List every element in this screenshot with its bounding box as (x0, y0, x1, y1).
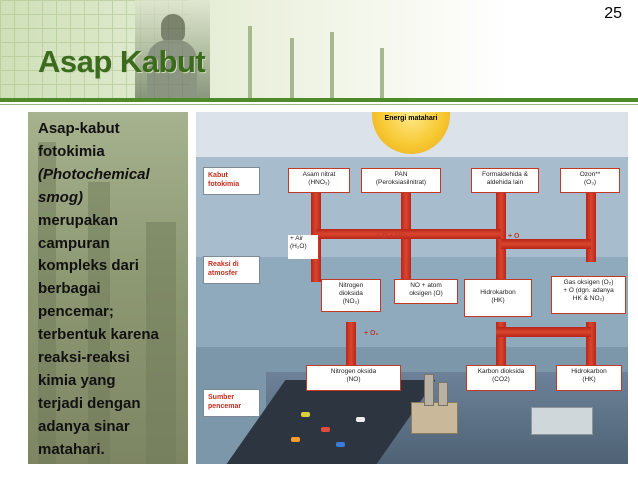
arrow-label: + O + HC (376, 233, 406, 240)
body-line: Asap-kabut (38, 120, 120, 137)
smokestack (424, 374, 434, 406)
box-gas-oksigen: Gas oksigen (O₂) + O (dgn. adanya HK & N… (551, 276, 626, 314)
car-icon (336, 442, 345, 447)
body-line: kompleks dari (38, 257, 139, 275)
header-banner (0, 0, 638, 98)
arrow-horizontal (316, 229, 501, 239)
box-formaldehida: Formaldehida & aldehida lain (471, 168, 539, 193)
category-kabut-fotokimia: Kabut fotokimia (203, 167, 260, 195)
arrow-up (496, 322, 506, 372)
body-line: matahari. (38, 440, 105, 458)
sun-label: Energi matahari (384, 115, 438, 122)
body-text: Asap-kabut fotokimia (Photochemical smog… (38, 118, 186, 462)
car-icon (356, 417, 365, 422)
body-line: adanya sinar (38, 417, 130, 435)
arrow-up (346, 322, 356, 372)
smokestack (438, 382, 448, 406)
body-line: berbagai (38, 280, 101, 298)
category-sumber-pencemar: Sumber pencemar (203, 389, 260, 417)
flat-building (531, 407, 593, 435)
arrow-up (586, 192, 596, 262)
arrow-horizontal (496, 327, 591, 337)
arrow-up (586, 322, 596, 372)
header-divider-thin (0, 104, 638, 105)
page-number: 25 (604, 5, 622, 22)
box-ozon: Ozon** (O₃) (560, 168, 620, 193)
box-nitrogen-oksida: Nitrogen oksida (NO) (306, 365, 401, 391)
box-air: + Air (H₂O) (288, 235, 318, 259)
arrow-horizontal (501, 239, 591, 249)
body-line: merupakan (38, 211, 119, 229)
factory-silhouette-icon (248, 26, 252, 98)
box-hidrokarbon: Hidrokarbon (HK) (464, 279, 532, 317)
factory-building (411, 402, 458, 434)
box-nitrogen-dioksida: Nitrogen dioksida (NO₂) (321, 279, 381, 312)
city-photo-background (28, 112, 188, 464)
car-icon (301, 412, 310, 417)
category-reaksi-atmosfer: Reaksi di atmosfer (203, 256, 260, 284)
slide-title: Asap Kabut (38, 44, 206, 79)
body-line: terbentuk karena (38, 326, 159, 344)
body-line: smog) (38, 188, 83, 206)
box-hidrokarbon-sumber: Hidrokarbon (HK) (556, 365, 622, 391)
box-asam-nitrat: Asam nitrat (HNO₃) (288, 168, 350, 193)
box-karbon-dioksida: Karbon dioksida (CO2) (466, 365, 536, 391)
body-line: kimia yang (38, 371, 116, 389)
car-icon (321, 427, 330, 432)
box-pan: PAN (Peroksiasilnitrat) (361, 168, 441, 193)
smog-diagram: Energi matahari Kabut fotokimia Reaksi d… (196, 112, 628, 464)
body-line: (Photochemical (38, 165, 150, 183)
body-line: terjadi dengan (38, 394, 141, 412)
gas-mask-photo (135, 0, 210, 98)
arrow-up (496, 192, 506, 282)
body-line: fotokimia (38, 142, 105, 160)
header-divider (0, 98, 638, 102)
box-no-atom-oksigen: NO + atom oksigen (O) (394, 279, 458, 304)
arrow-label: + O₂ (364, 330, 379, 337)
arrow-label: + O (508, 233, 520, 240)
car-icon (291, 437, 300, 442)
body-line: pencemar; (38, 303, 114, 321)
body-line: reaksi-reaksi (38, 349, 130, 367)
body-line: campuran (38, 234, 110, 252)
